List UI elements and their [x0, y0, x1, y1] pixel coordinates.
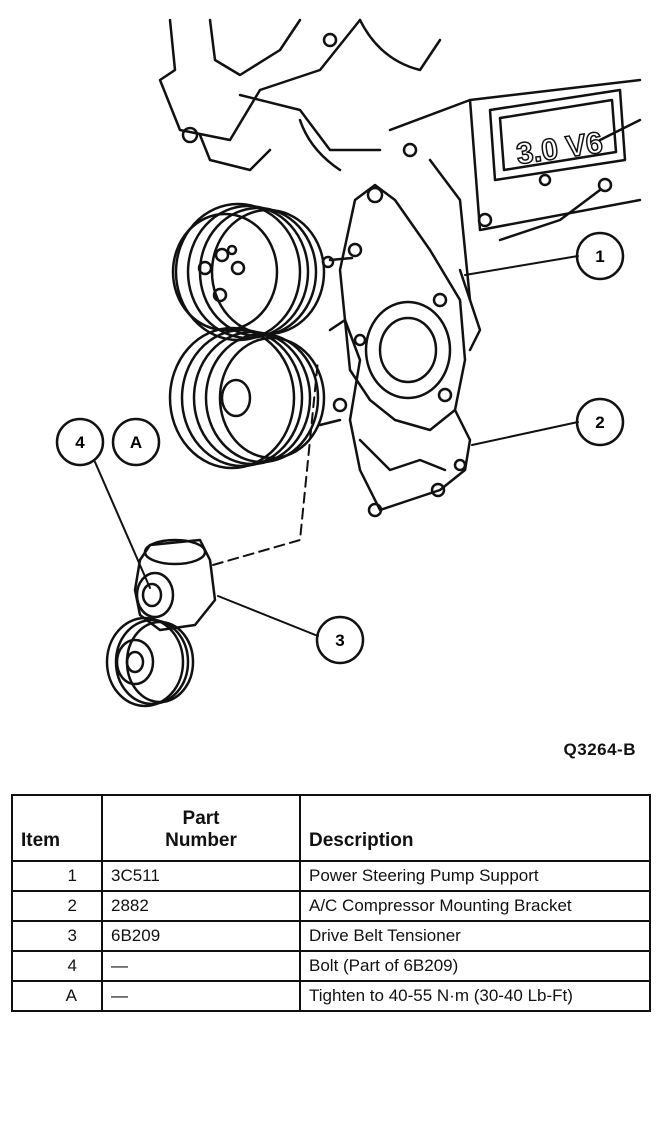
header-item: Item [11, 794, 103, 862]
callout-1-circle [575, 231, 625, 281]
row-description: Tighten to 40-55 N·m (30-40 Lb-Ft) [299, 980, 651, 1012]
belt-tensioner [105, 538, 217, 708]
row-item: 1 [11, 860, 103, 892]
callout-a-circle [111, 417, 161, 467]
crank-pulley [168, 326, 326, 470]
callout-3-label: 3 [335, 631, 344, 650]
row-description: A/C Compressor Mounting Bracket [299, 890, 651, 922]
header-part-line1: Part [182, 808, 220, 829]
table-row: 1 3C511 Power Steering Pump Support [11, 860, 651, 892]
table-row: 4 — Bolt (Part of 6B209) [11, 950, 651, 982]
table-header-row: Item Part Number Description [11, 794, 651, 862]
header-part-number: Part Number [101, 794, 301, 862]
power-steering-pulley [171, 202, 326, 342]
row-part-number: — [101, 980, 301, 1012]
row-item: 2 [11, 890, 103, 922]
ac-bracket [318, 318, 472, 518]
header-part-line2: Number [165, 830, 237, 851]
row-part-number: 3C511 [101, 860, 301, 892]
header-description: Description [299, 794, 651, 862]
callout-3-circle [315, 615, 365, 665]
alignment-leader [212, 359, 319, 566]
parts-table: Item Part Number Description 1 3C511 Pow… [11, 794, 651, 1012]
row-item: 4 [11, 950, 103, 982]
figure-code: Q3264-B [563, 740, 636, 759]
callout-4-label: 4 [75, 433, 85, 452]
table-row: 2 2882 A/C Compressor Mounting Bracket [11, 890, 651, 922]
row-part-number: 6B209 [101, 920, 301, 952]
row-part-number: — [101, 950, 301, 982]
table-row: 3 6B209 Drive Belt Tensioner [11, 920, 651, 952]
engine-block [158, 18, 642, 352]
callout-4-circle [55, 417, 105, 467]
row-description: Power Steering Pump Support [299, 860, 651, 892]
callout-1-label: 1 [595, 247, 604, 266]
engine-badge [488, 88, 627, 182]
callout-2-circle [575, 397, 625, 447]
table-row: A — Tighten to 40-55 N·m (30-40 Lb-Ft) [11, 980, 651, 1012]
row-item: 3 [11, 920, 103, 952]
row-part-number: 2882 [101, 890, 301, 922]
callout-leaders [94, 255, 579, 637]
row-item: A [11, 980, 103, 1012]
pump-support-bracket [321, 183, 467, 432]
engine-bracket-illustration: 3.0 V6 1 2 3 4 A [55, 18, 642, 708]
row-description: Drive Belt Tensioner [299, 920, 651, 952]
row-description: Bolt (Part of 6B209) [299, 950, 651, 982]
callout-2-label: 2 [595, 413, 604, 432]
callout-a-label: A [130, 433, 142, 452]
